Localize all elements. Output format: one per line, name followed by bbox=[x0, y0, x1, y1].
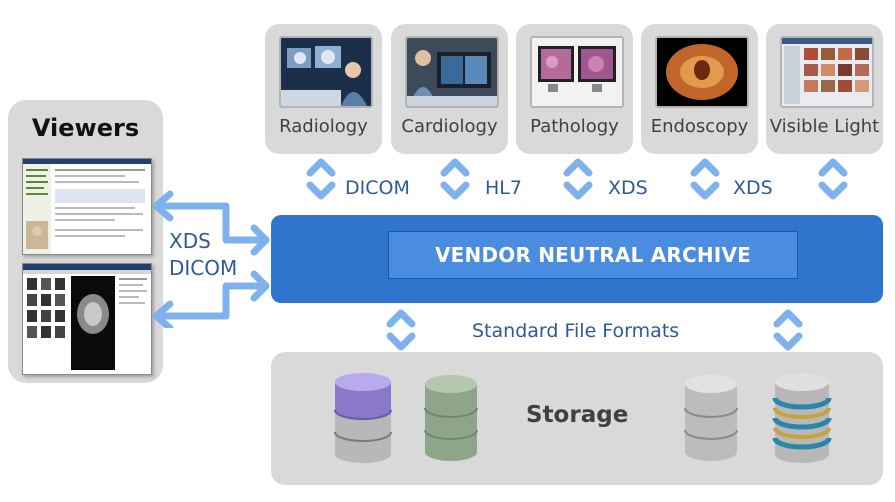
side-protocol-labels: XDS DICOM bbox=[169, 228, 237, 282]
protocol-label: HL7 bbox=[485, 177, 522, 199]
protocol-label: XDS bbox=[608, 177, 648, 199]
modality-label: Radiology bbox=[279, 116, 368, 137]
bidirectional-arrow-icon bbox=[152, 190, 270, 328]
side-protocol-label: DICOM bbox=[169, 256, 238, 280]
standard-file-formats-label: Standard File Formats bbox=[472, 320, 680, 342]
modality-tile-cardiology: Cardiology bbox=[391, 24, 508, 154]
modality-tile-radiology: Radiology bbox=[265, 24, 382, 154]
protocol-label: DICOM bbox=[345, 177, 410, 199]
endoscopy-image bbox=[655, 36, 749, 108]
database-cylinder-icon bbox=[334, 373, 392, 463]
database-cylinder-icon bbox=[684, 375, 738, 461]
viewers-panel: Viewers bbox=[8, 100, 163, 383]
visible-light-image bbox=[780, 36, 874, 108]
up-down-arrow-icon bbox=[773, 307, 803, 353]
modality-tile-visible-light: Visible Light bbox=[766, 24, 883, 154]
up-down-arrow-icon bbox=[563, 156, 593, 202]
modality-tile-pathology: Pathology bbox=[516, 24, 633, 154]
up-down-arrow-icon bbox=[440, 156, 470, 202]
viewer-screenshot bbox=[22, 263, 152, 375]
viewer-screenshot bbox=[22, 158, 152, 255]
viewers-title: Viewers bbox=[31, 114, 140, 142]
modality-label: Cardiology bbox=[401, 116, 498, 137]
pathology-image bbox=[530, 36, 624, 108]
up-down-arrow-icon bbox=[386, 307, 416, 353]
modality-label: Visible Light bbox=[769, 116, 880, 137]
up-down-arrow-icon bbox=[690, 156, 720, 202]
up-down-arrow-icon bbox=[818, 156, 848, 202]
modality-label: Pathology bbox=[530, 116, 619, 137]
vendor-neutral-archive-bar: VENDOR NEUTRAL ARCHIVE bbox=[271, 215, 883, 303]
radiology-image bbox=[279, 36, 373, 108]
side-protocol-label: XDS bbox=[169, 229, 211, 253]
up-down-arrow-icon bbox=[306, 156, 336, 202]
cardiology-image bbox=[405, 36, 499, 108]
storage-label: Storage bbox=[526, 402, 629, 428]
storage-panel: Storage bbox=[271, 352, 883, 485]
vna-label: VENDOR NEUTRAL ARCHIVE bbox=[388, 231, 798, 279]
database-cylinder-icon bbox=[772, 373, 832, 463]
modality-label: Endoscopy bbox=[650, 116, 749, 137]
modality-tile-endoscopy: Endoscopy bbox=[641, 24, 758, 154]
database-cylinder-icon bbox=[424, 375, 478, 461]
protocol-label: XDS bbox=[733, 177, 773, 199]
